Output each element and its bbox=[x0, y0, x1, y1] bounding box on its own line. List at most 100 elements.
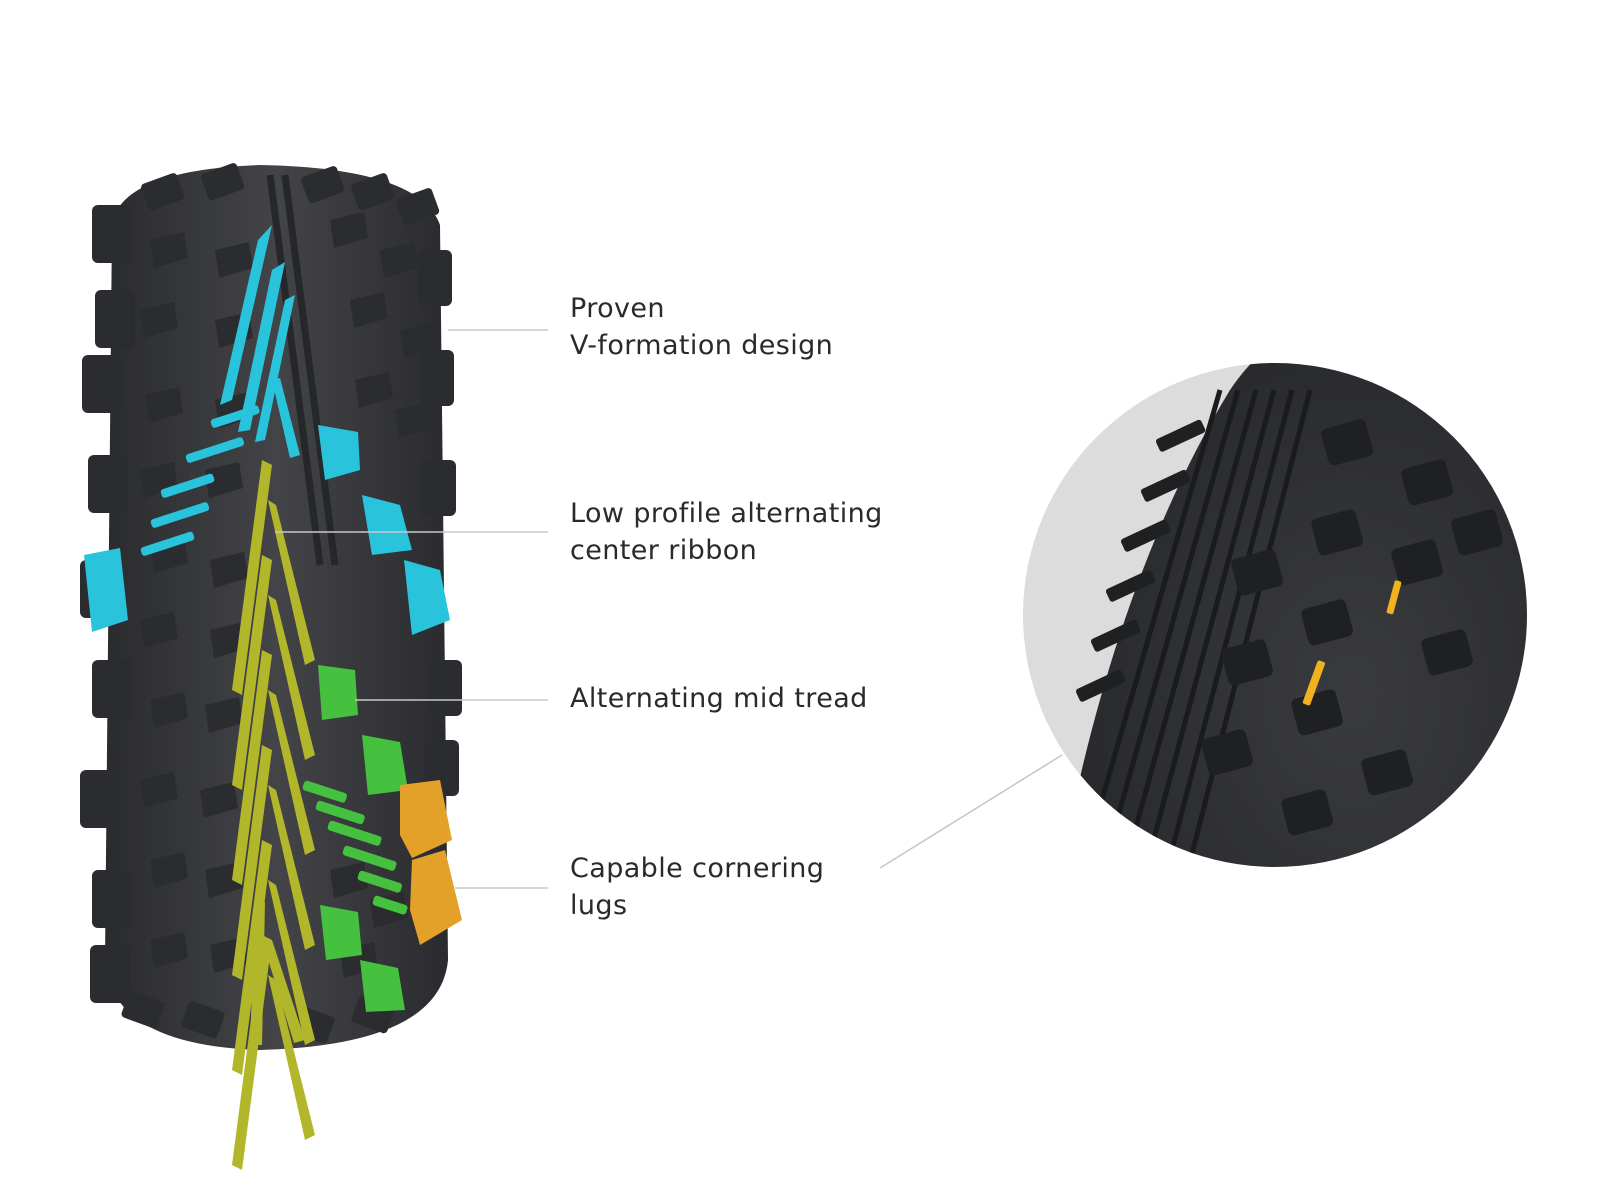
v-formation-strip bbox=[255, 295, 295, 442]
callout-v-formation-line1: Proven bbox=[570, 293, 665, 324]
top-knob bbox=[396, 188, 440, 226]
v-formation-strip bbox=[272, 378, 300, 458]
mid-tread-block bbox=[360, 960, 405, 1012]
v-formation-sipe bbox=[160, 473, 215, 498]
center-groove bbox=[281, 174, 339, 566]
v-formation-side-block bbox=[84, 548, 128, 632]
top-knob bbox=[201, 163, 245, 201]
zoom-knob bbox=[1321, 419, 1373, 466]
dark-tread-block bbox=[200, 782, 238, 818]
mid-tread-sipe bbox=[372, 895, 408, 915]
zoom-knob bbox=[1361, 749, 1413, 796]
dark-tread-block bbox=[210, 552, 248, 588]
zoom-knob bbox=[1401, 459, 1453, 506]
v-formation-block bbox=[318, 425, 360, 480]
side-knob-left bbox=[82, 355, 122, 413]
callout-center-ribbon-line2: center ribbon bbox=[570, 535, 758, 566]
cornering-lug bbox=[400, 780, 452, 858]
dark-tread-block bbox=[355, 372, 393, 408]
v-formation-sipe bbox=[140, 531, 195, 556]
center-ribbon-strip bbox=[232, 555, 272, 790]
side-knob-right bbox=[418, 250, 452, 306]
dark-tread-block bbox=[150, 852, 188, 888]
mid-tread-block bbox=[318, 665, 358, 720]
zoom-groove bbox=[1069, 389, 1241, 867]
dark-tread-block bbox=[350, 292, 388, 328]
zoom-knob bbox=[1451, 509, 1503, 556]
side-knob-right bbox=[420, 350, 454, 406]
v-formation-strip bbox=[220, 225, 272, 405]
center-ribbon-strip bbox=[250, 900, 265, 1045]
zoom-groove bbox=[1091, 389, 1259, 867]
callout-cornering-lugs: Capable cornering lugs bbox=[570, 850, 824, 924]
center-ribbon-strip bbox=[268, 500, 315, 665]
side-knob-left bbox=[92, 870, 132, 928]
bottom-knob bbox=[121, 991, 165, 1029]
center-ribbon-strip bbox=[268, 595, 315, 760]
top-knob bbox=[301, 166, 345, 204]
zoom-knob bbox=[1301, 599, 1353, 646]
dark-tread-block bbox=[140, 612, 178, 648]
zoom-knob bbox=[1281, 789, 1333, 836]
side-knob-right bbox=[428, 660, 462, 716]
zoom-accent-mark bbox=[1302, 660, 1325, 706]
v-formation-sipe bbox=[185, 437, 245, 463]
v-formation-sipe bbox=[210, 405, 260, 428]
dark-tread-block bbox=[330, 862, 368, 898]
bottom-knob bbox=[181, 1001, 225, 1039]
mid-tread-sipe bbox=[327, 820, 382, 846]
zoom-knob bbox=[1221, 639, 1273, 686]
side-knob-left bbox=[90, 945, 130, 1003]
dark-tread-block bbox=[215, 242, 253, 278]
mid-tread-sipe bbox=[315, 800, 365, 825]
zoom-knob bbox=[1421, 629, 1473, 676]
top-knob bbox=[141, 173, 185, 211]
callout-v-formation-line2: V-formation design bbox=[570, 330, 834, 361]
dark-tread-block bbox=[400, 322, 438, 358]
callout-cornering-lugs-line2: lugs bbox=[570, 890, 628, 921]
zoom-knob bbox=[1201, 729, 1253, 776]
zoom-sipe bbox=[1075, 669, 1126, 702]
zoom-groove bbox=[1135, 389, 1295, 867]
dark-tread-block bbox=[150, 692, 188, 728]
center-ribbon-strip bbox=[232, 460, 272, 695]
zoom-accent-mark bbox=[1386, 580, 1402, 615]
zoom-knob bbox=[1311, 509, 1363, 556]
center-ribbon-strip bbox=[262, 940, 305, 1043]
leader-lines bbox=[275, 329, 1063, 889]
zoom-sipe bbox=[1120, 519, 1171, 552]
dark-tread-block bbox=[150, 232, 188, 268]
mid-tread-block bbox=[362, 735, 408, 795]
side-knob-right bbox=[422, 460, 456, 516]
center-ribbon-strip bbox=[268, 975, 315, 1140]
center-ribbon-strip bbox=[232, 745, 272, 980]
zoom-sipe bbox=[1090, 619, 1141, 652]
side-knob-left bbox=[92, 205, 132, 263]
side-knob-left bbox=[88, 455, 128, 513]
dark-tread-block bbox=[380, 242, 418, 278]
dark-tread-block bbox=[395, 402, 433, 438]
callout-center-ribbon-line1: Low profile alternating bbox=[570, 498, 883, 529]
side-knob-left bbox=[80, 770, 120, 828]
mid-tread-sipe bbox=[342, 845, 397, 871]
dark-tread-block bbox=[205, 462, 243, 498]
callout-v-formation: Proven V-formation design bbox=[570, 290, 833, 364]
leader-line-zoom bbox=[879, 754, 1063, 869]
zoom-sipe bbox=[1140, 469, 1191, 502]
top-knob bbox=[351, 173, 395, 211]
side-knob-left bbox=[92, 660, 132, 718]
dark-tread-block bbox=[330, 212, 368, 248]
dark-tread-block bbox=[150, 932, 188, 968]
zoom-knob bbox=[1391, 539, 1443, 586]
tire-closeup-magnifier-icon bbox=[1023, 363, 1527, 867]
dark-tread-block bbox=[205, 697, 243, 733]
center-ribbon-strip bbox=[232, 840, 272, 1075]
mid-tread-sipe bbox=[302, 780, 348, 803]
callout-center-ribbon: Low profile alternating center ribbon bbox=[570, 495, 883, 569]
center-ribbon-strip bbox=[268, 785, 315, 950]
dark-tread-block bbox=[145, 387, 183, 423]
center-ribbon-strip bbox=[232, 650, 272, 885]
callout-mid-tread: Alternating mid tread bbox=[570, 680, 868, 717]
zoom-sipe bbox=[1155, 419, 1206, 452]
